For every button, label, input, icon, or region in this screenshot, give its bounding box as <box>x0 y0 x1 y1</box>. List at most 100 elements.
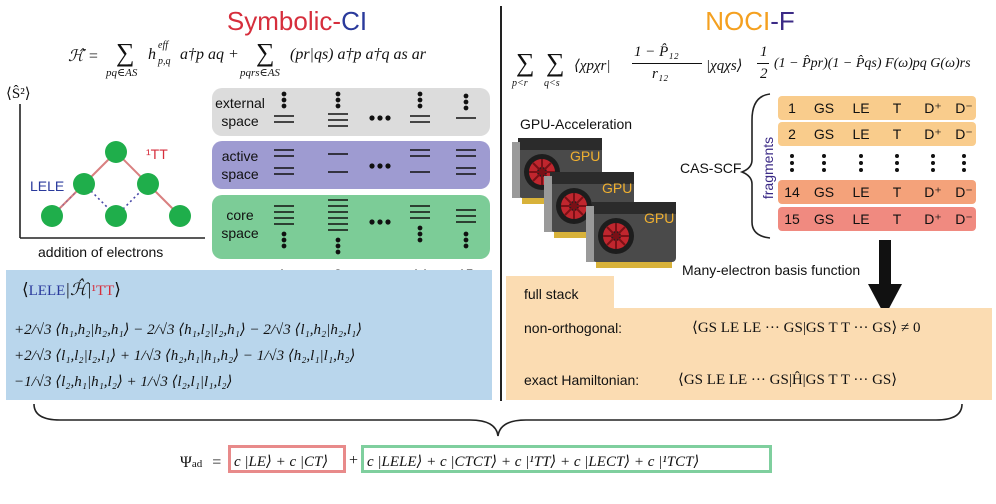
group2-expr: c |LELE⟩ + c |CTCT⟩ + c |¹TT⟩ + c |LECT⟩… <box>367 454 700 470</box>
external-line1: external <box>215 95 265 111</box>
row14-t: T <box>892 184 902 200</box>
orbital-levels <box>274 91 476 255</box>
group-plus: + <box>349 452 359 469</box>
noci-f-title: NOCI-F <box>650 6 850 37</box>
x-axis-label: addition of electrons <box>38 244 164 260</box>
active-space-label: active space <box>214 147 266 183</box>
term1-ops: a†p aq + <box>180 46 239 63</box>
node <box>105 141 127 163</box>
full-stack-tab <box>506 276 614 310</box>
spin-diagram <box>19 104 205 239</box>
row14-dplus: D⁺ <box>924 183 942 200</box>
node <box>105 205 127 227</box>
row15-gs: GS <box>813 211 835 227</box>
exact-hamiltonian-expr: ⟨GS LE LE ··· GS|Ĥ|GS T T ··· GS⟩ <box>678 372 898 388</box>
row14-n: 14 <box>784 184 800 200</box>
external-line2: space <box>221 113 259 129</box>
eq-bra: ⟨χpχr| <box>574 58 611 74</box>
bra-ket-header: ⟨LELE|ℋ̂|¹TT⟩ <box>22 280 121 299</box>
row1-dplus: D⁺ <box>924 99 942 116</box>
bra-tt: ¹TT <box>91 283 115 299</box>
eq-half-den: 2 <box>760 66 768 82</box>
row15-t: T <box>892 211 902 227</box>
eq-rest: (1 − P̂pr)(1 − P̂qs) F(ω)pq G(ω)rs <box>774 56 971 71</box>
noci-equation: ∑ ∑ p<r q<s ⟨χpχr| 1 − P̂₁₂ r₁₂ |χqχs⟩ 1… <box>512 44 971 89</box>
psi-ad: Ψad = <box>180 454 221 472</box>
gpu-label-1: GPU <box>570 148 601 164</box>
h-eff-sup: eff <box>158 40 168 51</box>
psi-symbol: Ψ <box>180 454 192 471</box>
fragment-row-15: 15 GS LE T D⁺ D⁻ <box>778 207 976 231</box>
row14-le: LE <box>852 184 870 200</box>
node <box>41 205 63 227</box>
row15-dplus: D⁺ <box>924 210 942 227</box>
gpu-acceleration-label: GPU-Acceleration <box>520 116 633 132</box>
row2-gs: GS <box>813 126 835 142</box>
cas-scf-label: CAS-SCF <box>680 160 742 176</box>
row2-le: LE <box>852 126 870 142</box>
eq-frac-num: 1 − P̂₁₂ <box>634 44 679 60</box>
non-orthogonal-label: non-orthogonal: <box>524 320 623 336</box>
row14-gs: GS <box>813 184 835 200</box>
sum1-subscript: pq∈AS <box>106 67 138 79</box>
group2-box <box>361 445 772 473</box>
row1-dminus: D⁻ <box>955 99 973 116</box>
eq-sub-2: q<s <box>544 78 560 89</box>
row14-dminus: D⁻ <box>955 183 973 200</box>
y-axis-label: ⟨Ŝ²⟩ <box>6 86 31 102</box>
core-space-box <box>212 195 490 259</box>
row1-t: T <box>892 100 902 116</box>
group1-box <box>228 445 346 473</box>
active-space-box <box>212 141 490 189</box>
eq-half-num: 1 <box>760 44 768 60</box>
row2-t: T <box>892 126 902 142</box>
row2-dplus: D⁺ <box>924 125 942 142</box>
sum-symbol-2: ∑ <box>256 38 275 67</box>
ham-lhs: ℋ̂ = <box>68 48 99 65</box>
psi-equals: = <box>212 454 222 471</box>
active-line2: space <box>221 166 259 182</box>
core-space-label: core space <box>214 206 266 242</box>
fragment-row-1: 1 GS LE T D⁺ D⁻ <box>778 96 976 120</box>
full-stack-box <box>506 308 992 400</box>
gpu-label-2: GPU <box>602 180 633 196</box>
psi-subscript: ad <box>191 458 203 470</box>
term2: (pr|qs) a†p a†q as ar <box>290 46 426 63</box>
title-noci: NOCI <box>705 6 771 36</box>
sum2-subscript: pqrs∈AS <box>240 67 280 79</box>
row15-dminus: D⁻ <box>955 210 973 227</box>
exact-hamiltonian-label: exact Hamiltonian: <box>524 372 640 388</box>
group1-expr: c |LE⟩ + c |CT⟩ <box>234 454 329 470</box>
node <box>73 173 95 195</box>
row1-le: LE <box>852 100 870 116</box>
sum-symbol-1: ∑ <box>116 38 135 67</box>
expansion-line-1: +2/√3 ⟨h₁,h₂|h₂,h₁⟩ − 2/√3 ⟨h₁,l₂|l₂,h₁⟩… <box>14 322 363 338</box>
active-line1: active <box>221 148 259 164</box>
symbolic-ci-title: Symbolic-CI <box>182 6 412 37</box>
node <box>137 173 159 195</box>
expansion-line-3: −1/√3 ⟨l₂,h₁|h₁,l₂⟩ + 1/√3 ⟨l₂,l₁|l₁,l₂⟩ <box>14 374 233 390</box>
row1-gs: GS <box>813 100 835 116</box>
h-eff: h <box>148 46 156 63</box>
eq-frac-den: r₁₂ <box>652 66 669 82</box>
row2-dminus: D⁻ <box>955 125 973 142</box>
full-stack-label: full stack <box>524 286 579 302</box>
expansion-line-2: +2/√3 ⟨l₁,l₂|l₂,l₁⟩ + 1/√3 ⟨h₂,h₁|h₁,h₂⟩… <box>14 348 356 364</box>
tt-label: ¹TT <box>146 146 168 162</box>
h-eff-sub: p,q <box>158 56 171 67</box>
core-line2: space <box>221 225 259 241</box>
title-symbolic: Symbolic- <box>226 6 342 36</box>
row15-le: LE <box>852 211 870 227</box>
many-electron-label: Many-electron basis function <box>682 262 861 278</box>
gpu-label-3: GPU <box>644 210 675 226</box>
non-orthogonal-expr: ⟨GS LE LE ··· GS|GS T T ··· GS⟩ ≠ 0 <box>692 320 921 336</box>
panel-divider <box>500 6 502 401</box>
row15-n: 15 <box>784 211 800 227</box>
fragment-row-2: 2 GS LE T D⁺ D⁻ <box>778 122 976 146</box>
title-f: -F <box>770 6 795 36</box>
eq-ket: |χqχs⟩ <box>706 58 743 74</box>
